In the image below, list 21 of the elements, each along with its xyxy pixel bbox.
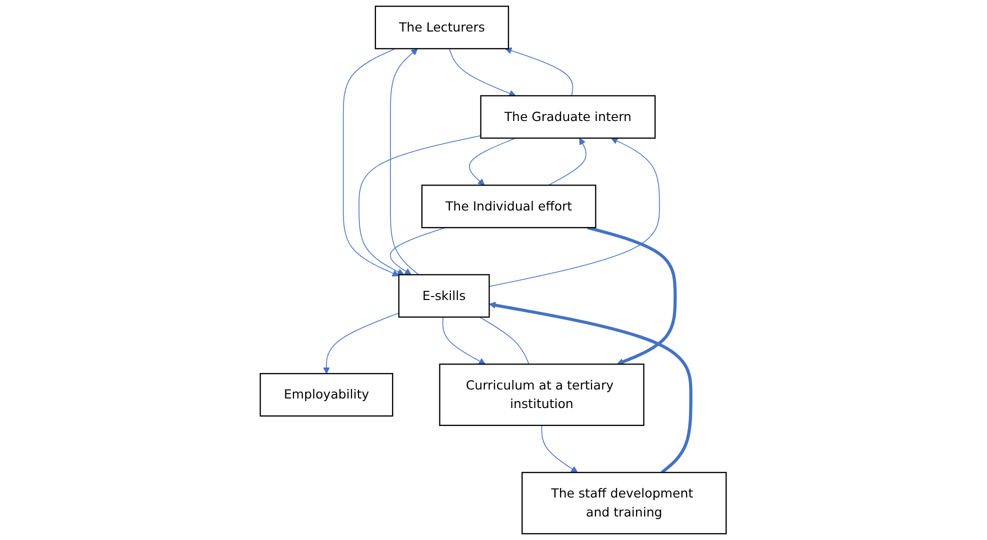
arrow (343, 48, 400, 276)
node-box: Employability (260, 373, 394, 417)
node-box: The Lecturers (375, 6, 510, 50)
arrow (449, 48, 516, 97)
arrow (442, 316, 486, 364)
arrow (323, 312, 400, 374)
arrow (358, 135, 482, 276)
arrow (587, 226, 677, 366)
node-box: The Individual effort (422, 184, 596, 228)
arrow (489, 138, 660, 287)
arrow (489, 302, 693, 474)
node-box: E-skills (398, 274, 490, 318)
arrow (390, 48, 420, 276)
arrow (542, 425, 578, 473)
node-box: The Graduate intern (480, 95, 656, 139)
arrow (548, 138, 587, 186)
node-box: The staff development and training (522, 472, 728, 534)
node-box: Curriculum at a tertiary institution (439, 364, 645, 426)
arrow (469, 138, 516, 186)
connector (479, 316, 530, 365)
arrow (505, 47, 574, 96)
